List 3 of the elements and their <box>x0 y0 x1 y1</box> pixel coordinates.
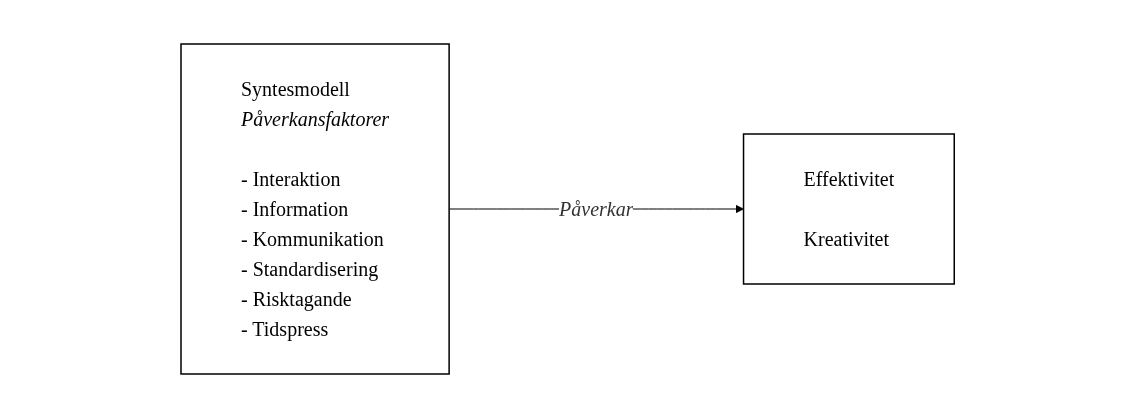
node-box: Effektivitet Kreativitet <box>743 132 956 285</box>
node-box: Syntesmodell Påverkansfaktorer - Interaktion - Information - Kommunikation - Standardisering - Risktagande - Tidspress <box>180 42 451 375</box>
edge-label: Påverkar <box>559 197 634 220</box>
